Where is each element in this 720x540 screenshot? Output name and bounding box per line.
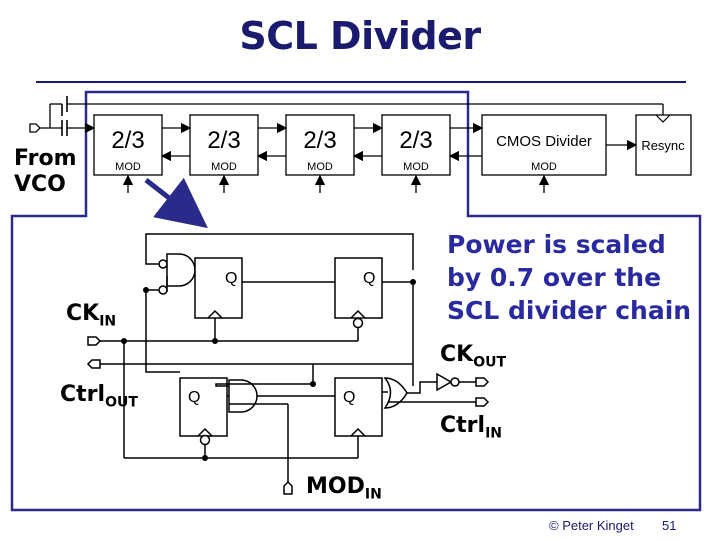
- cmos-divider-mod: MOD: [531, 161, 557, 173]
- vco-input-port: [29, 123, 41, 133]
- stage-3: [285, 114, 355, 176]
- input-source-line2: VCO: [14, 172, 66, 197]
- stage-1: [93, 114, 163, 176]
- input-source-line1: From: [14, 146, 77, 171]
- stage-1-mod: MOD: [115, 161, 141, 173]
- page-title: SCL Divider: [239, 14, 481, 58]
- stage-4: [381, 114, 451, 176]
- junction-dots: [121, 279, 416, 461]
- stage-2-mod: MOD: [211, 161, 237, 173]
- ctrl-out-main: Ctrl: [60, 382, 106, 407]
- stage-2-ratio: 2/3: [207, 127, 240, 154]
- ctrl-in-sub: IN: [485, 425, 502, 442]
- ck-in-main: CK: [66, 301, 100, 326]
- zoom-arrow: [144, 177, 208, 229]
- power-note-line1: Power is scaled: [447, 230, 666, 259]
- power-note: Power is scaled by 0.7 over the SCL divi…: [447, 228, 691, 327]
- power-note-line2: by 0.7 over the: [447, 263, 662, 292]
- ff2-q-label: Q: [363, 270, 375, 287]
- stage-3-ratio: 2/3: [303, 127, 336, 154]
- ff3-q-label: Q: [188, 389, 200, 406]
- ck-out-sub: OUT: [473, 354, 507, 371]
- resync-label: Resync: [641, 138, 685, 153]
- stage-4-mod: MOD: [403, 161, 429, 173]
- mod-in-main: MOD: [306, 474, 365, 499]
- footer-author: © Peter Kinget: [549, 518, 634, 533]
- stage-1-ratio: 2/3: [111, 127, 144, 154]
- title-underline: [36, 81, 686, 83]
- ctrl-out-sub: OUT: [105, 394, 138, 411]
- ck-out-main: CK: [440, 342, 474, 367]
- ctrl-in-label: CtrlIN: [440, 413, 502, 441]
- power-note-line3: SCL divider chain: [447, 296, 692, 325]
- stage-4-ratio: 2/3: [399, 127, 432, 154]
- mod-in-sub: IN: [364, 486, 382, 503]
- ctrl-out-label: CtrlOUT: [60, 382, 138, 410]
- ctrl-in-main: Ctrl: [440, 413, 486, 438]
- stage-2: [189, 114, 259, 176]
- ck-out-label: CKOUT: [440, 342, 506, 370]
- ff4-q-label: Q: [343, 389, 355, 406]
- detail-schematic: [86, 233, 490, 495]
- resync-block: [635, 114, 692, 176]
- ck-in-label: CKIN: [66, 301, 116, 329]
- input-source-label: From VCO: [14, 146, 77, 198]
- zoom-outline: [10, 90, 702, 512]
- cmos-divider-label: CMOS Divider: [496, 133, 592, 150]
- ck-in-sub: IN: [99, 313, 117, 330]
- mod-in-label: MODIN: [306, 474, 382, 502]
- stage-3-mod: MOD: [307, 161, 333, 173]
- ff1-q-label: Q: [225, 270, 237, 287]
- page-number: 51: [662, 518, 677, 533]
